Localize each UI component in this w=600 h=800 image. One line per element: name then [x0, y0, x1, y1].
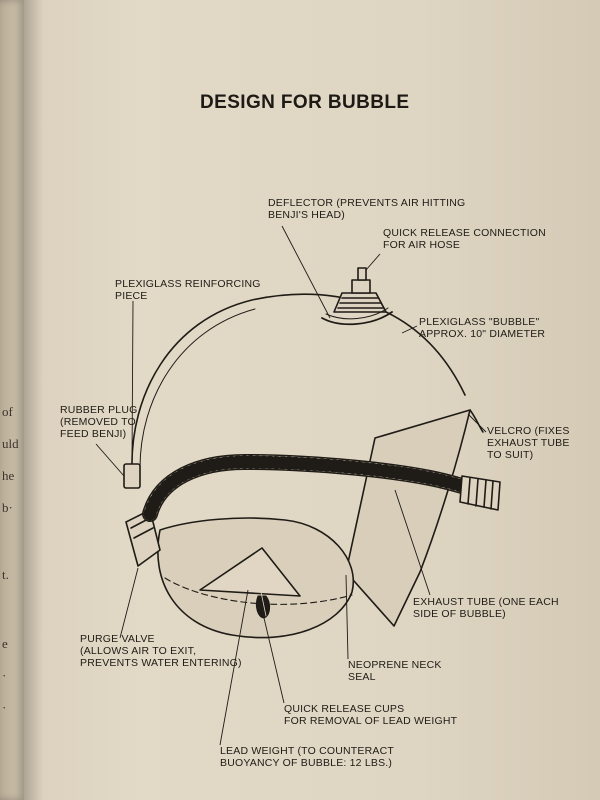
- book-gutter-shadow: [24, 0, 44, 800]
- bubble-dome: [131, 293, 466, 471]
- label-quick-release-connection: QUICK RELEASE CONNECTION FOR AIR HOSE: [383, 227, 546, 251]
- edge-text-fragment: he: [2, 468, 15, 483]
- rubber-plug: [123, 463, 141, 489]
- leader-deflector: [281, 225, 331, 319]
- deflector: [321, 311, 393, 326]
- edge-text-fragment: ·: [2, 668, 7, 683]
- page-title: DESIGN FOR BUBBLE: [200, 92, 410, 113]
- label-exhaust-tube: EXHAUST TUBE (ONE EACH SIDE OF BUBBLE): [413, 596, 559, 620]
- leader-cups: [263, 617, 285, 704]
- leader-lead-weight: [219, 589, 249, 746]
- label-rubber-plug: RUBBER PLUG (REMOVED TO FEED BENJI): [60, 404, 138, 440]
- leader-exhaust: [394, 489, 431, 596]
- lead-weight: [199, 547, 301, 597]
- label-velcro: VELCRO (FIXES EXHAUST TUBE TO SUIT): [487, 425, 570, 461]
- edge-text-fragment: e: [2, 636, 8, 651]
- edge-text-fragment: ·: [2, 700, 7, 715]
- label-reinforcing-piece: PLEXIGLASS REINFORCING PIECE: [115, 278, 261, 302]
- label-deflector: DEFLECTOR (PREVENTS AIR HITTING BENJI'S …: [268, 197, 466, 221]
- label-purge-valve: PURGE VALVE (ALLOWS AIR TO EXIT, PREVENT…: [80, 633, 242, 669]
- edge-text-fragment: t.: [2, 567, 9, 582]
- label-neoprene-neck-seal: NEOPRENE NECK SEAL: [348, 659, 442, 683]
- label-quick-release-cups: QUICK RELEASE CUPS FOR REMOVAL OF LEAD W…: [284, 703, 458, 727]
- leader-bubble: [401, 325, 418, 334]
- edge-text-fragment: of: [2, 404, 13, 419]
- label-lead-weight: LEAD WEIGHT (TO COUNTERACT BUOYANCY OF B…: [220, 745, 394, 769]
- edge-text-fragment: b·: [2, 500, 13, 515]
- bubble-dome-inner: [139, 308, 256, 469]
- label-bubble: PLEXIGLASS "BUBBLE" APPROX. 10" DIAMETER: [419, 316, 546, 340]
- quick-release-cups: [255, 595, 271, 619]
- leader-quick-release: [365, 253, 381, 271]
- neoprene-neck-seal: [345, 409, 471, 627]
- leader-rubber-plug: [95, 443, 125, 477]
- leader-velcro: [467, 413, 487, 433]
- leader-reinforcing: [131, 300, 134, 463]
- facing-page-edge: [0, 0, 24, 800]
- exhaust-tube-fitting: [459, 475, 501, 511]
- leader-purge: [119, 567, 139, 639]
- edge-text-fragment: uld: [2, 436, 19, 451]
- leader-neoprene: [345, 574, 349, 660]
